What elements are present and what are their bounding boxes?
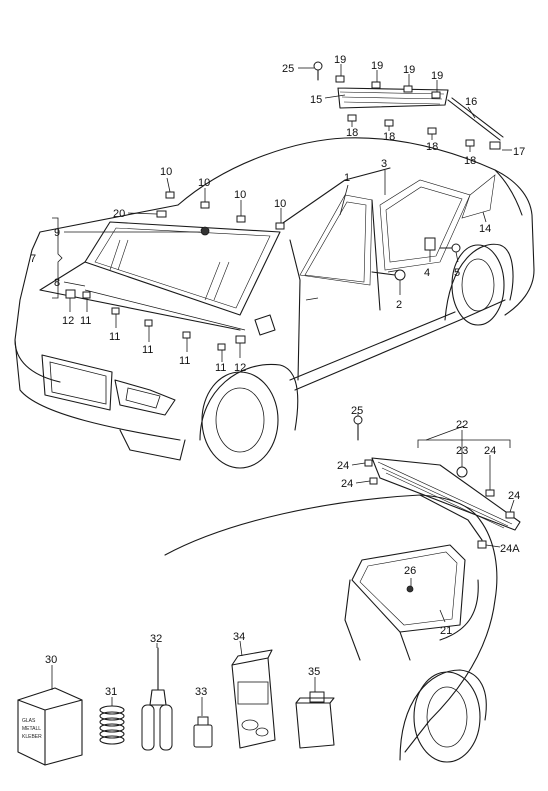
callout-25-b: 25: [351, 405, 363, 417]
box-30-label-line2: METALL: [22, 726, 41, 732]
callout-25-a: 25: [282, 63, 294, 75]
callout-11-e: 11: [215, 362, 226, 374]
accessory-coil-31: [99, 705, 125, 745]
callout-18-d: 18: [464, 155, 476, 167]
callout-9: 9: [54, 227, 60, 239]
callout-12-b: 12: [234, 362, 246, 374]
callout-31: 31: [105, 686, 117, 698]
callout-7: 7: [30, 253, 36, 265]
accessory-container-35: [295, 691, 335, 749]
box-30-label-line1: GLAS: [22, 718, 36, 724]
callout-14: 14: [479, 223, 491, 235]
callout-19-a: 19: [334, 54, 346, 66]
callout-2: 2: [396, 299, 402, 311]
callout-33: 33: [195, 686, 207, 698]
callout-19-c: 19: [403, 64, 415, 76]
callout-20: 20: [113, 208, 125, 220]
callout-8: 8: [54, 277, 60, 289]
callout-22: 22: [456, 419, 468, 431]
windshield-parts: [65, 191, 285, 351]
callout-24-b: 24: [341, 478, 353, 490]
callout-10-c: 10: [234, 189, 246, 201]
callout-11-a: 11: [80, 315, 91, 327]
callout-12-a: 12: [62, 315, 74, 327]
callout-10-b: 10: [198, 177, 210, 189]
callout-32: 32: [150, 633, 162, 645]
sedan-body: [14, 137, 535, 469]
callout-17: 17: [513, 146, 525, 158]
callout-10-a: 10: [160, 166, 172, 178]
callout-5: 5: [454, 267, 460, 279]
callout-35: 35: [308, 666, 320, 678]
callout-24-a: 24: [337, 460, 349, 472]
callout-11-b: 11: [109, 331, 120, 343]
callout-18-c: 18: [426, 141, 438, 153]
callout-30: 30: [45, 654, 57, 666]
callout-15: 15: [310, 94, 322, 106]
callout-23: 23: [456, 445, 468, 457]
wagon-rear-glass-assembly: [353, 415, 521, 593]
callout-21: 21: [440, 625, 452, 637]
door-parts: [371, 237, 461, 281]
accessory-applicator-32: [141, 647, 173, 751]
callout-24-c: 24: [484, 445, 496, 457]
callout-11-c: 11: [142, 344, 153, 356]
accessory-kit-34: [231, 649, 276, 749]
leader-lines: [51, 64, 515, 716]
wagon-body: [164, 494, 498, 763]
accessory-bottle-33: [193, 716, 213, 748]
callout-11-d: 11: [179, 355, 190, 367]
callout-1: 1: [344, 172, 350, 184]
callout-24A: 24A: [500, 543, 520, 555]
callout-19-b: 19: [371, 60, 383, 72]
callout-26: 26: [404, 565, 416, 577]
callout-18-a: 18: [346, 127, 358, 139]
callout-3: 3: [381, 158, 387, 170]
callout-18-b: 18: [383, 131, 395, 143]
callout-4: 4: [424, 267, 430, 279]
callout-labels: 1 2 3 4 5 7 8 9 10 10 10 10 11 11 11 11 …: [30, 54, 525, 698]
accessory-box-30: GLAS METALL KLEBER: [17, 687, 83, 766]
callout-24-d: 24: [508, 490, 520, 502]
callout-34: 34: [233, 631, 245, 643]
callout-19-d: 19: [431, 70, 443, 82]
callout-16: 16: [465, 96, 477, 108]
callout-10-d: 10: [274, 198, 286, 210]
box-30-label-line3: KLEBER: [22, 734, 42, 740]
